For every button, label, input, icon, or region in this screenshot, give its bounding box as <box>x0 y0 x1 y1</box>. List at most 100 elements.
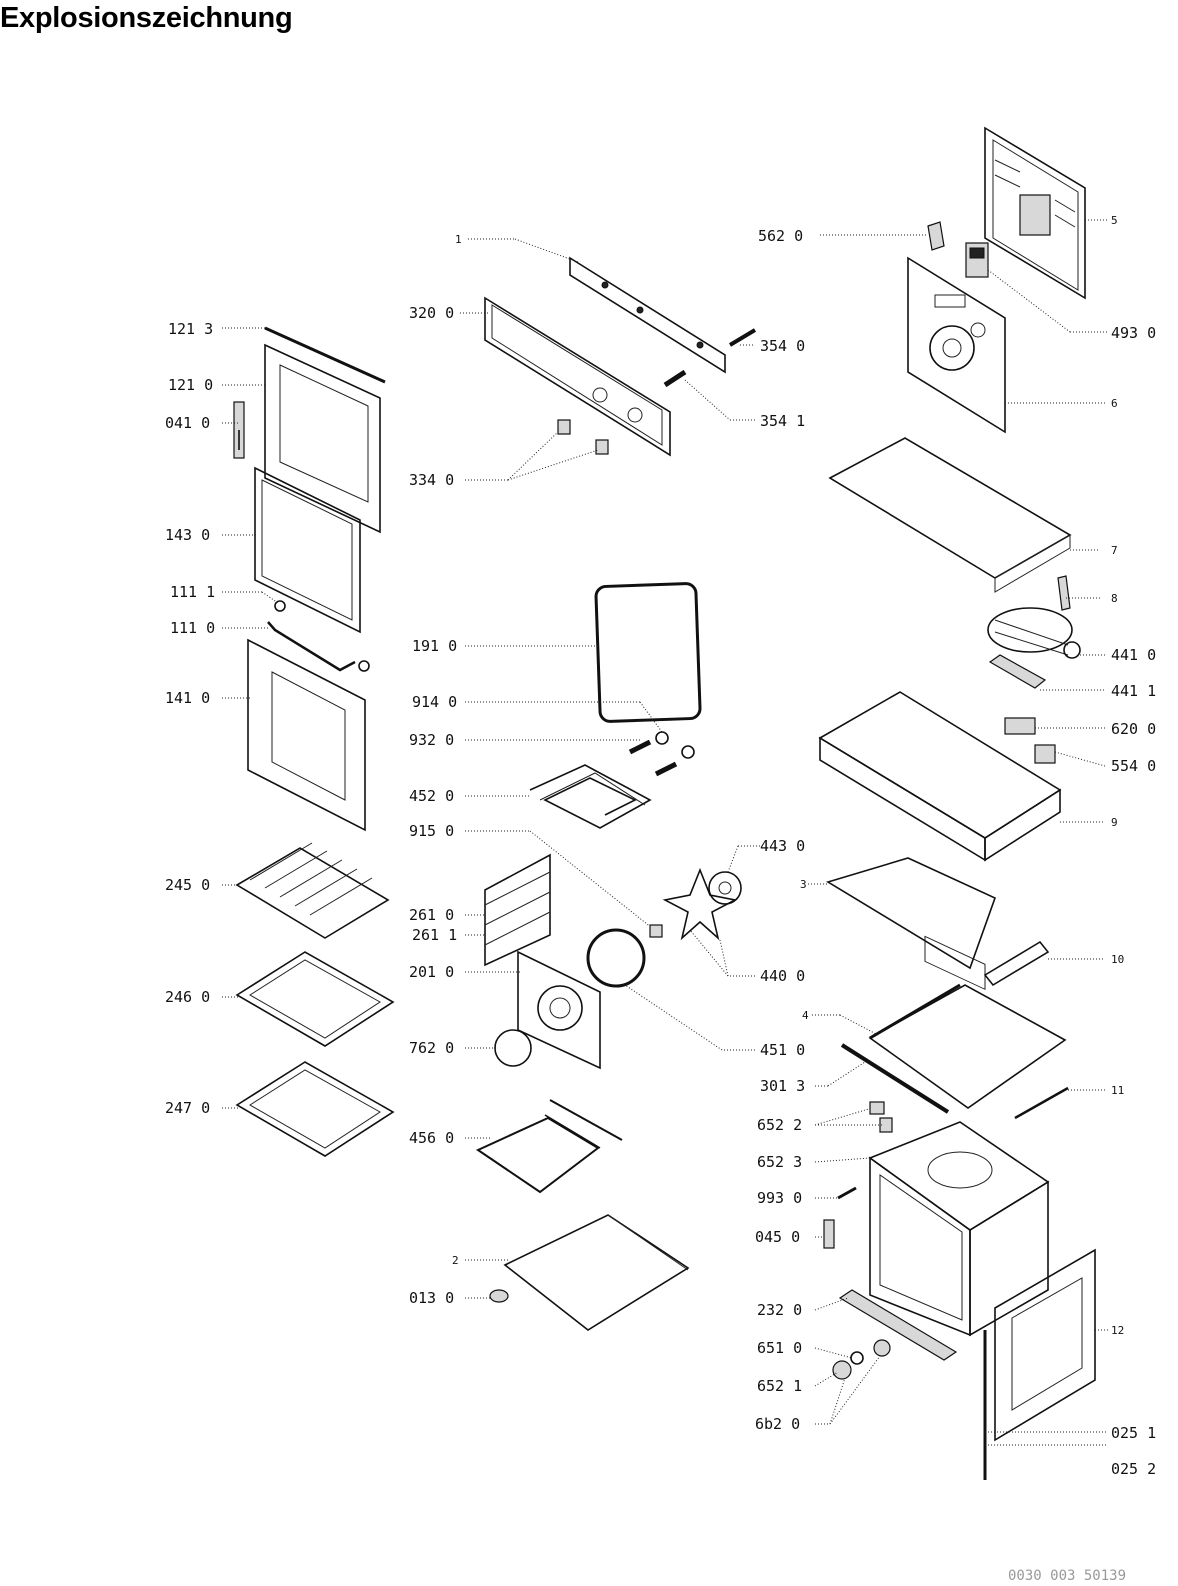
rail-10-part <box>983 940 1050 987</box>
callout-121-3: 121 3 <box>168 320 213 338</box>
control-board-part <box>569 256 726 374</box>
callout-620-0: 620 0 <box>1111 720 1156 738</box>
switch-bracket-part <box>869 1101 893 1133</box>
bottom-plate-part <box>503 1214 690 1331</box>
callout-562-0: 562 0 <box>758 227 803 245</box>
callout-652-1: 652 1 <box>757 1377 802 1395</box>
drawing-code: 0030 003 50139 <box>1008 1568 1126 1584</box>
callout-11: 11 <box>1111 1084 1124 1097</box>
callout-651-0: 651 0 <box>757 1339 802 1357</box>
top-liner-part <box>826 857 996 970</box>
callout-2: 2 <box>452 1254 459 1267</box>
callout-3: 3 <box>800 878 807 891</box>
callout-12: 12 <box>1111 1324 1124 1337</box>
callout-5: 5 <box>1111 214 1118 227</box>
baking-tray-part <box>235 951 395 1047</box>
callout-554-0: 554 0 <box>1111 757 1156 775</box>
callout-232-0: 232 0 <box>757 1301 802 1319</box>
inner-glass-part <box>254 466 361 634</box>
callout-334-0: 334 0 <box>409 471 454 489</box>
callout-141-0: 141 0 <box>165 689 210 707</box>
callout-320-0: 320 0 <box>409 304 454 322</box>
callout-045-0: 045 0 <box>755 1228 800 1246</box>
callout-301-3: 301 3 <box>760 1077 805 1095</box>
tangential-fan-part <box>987 607 1081 659</box>
callout-labels: 1 562 0 5 320 0 354 0 354 1 493 0 6 121 … <box>165 214 1156 1478</box>
switch-shaft-part <box>663 328 757 388</box>
callout-261-1: 261 1 <box>412 926 457 944</box>
back-panel-part <box>984 126 1086 300</box>
leader-lines <box>222 219 1108 1446</box>
small-bracket-part <box>927 221 945 251</box>
callout-932-0: 932 0 <box>409 731 454 749</box>
panel-clip-part <box>557 419 609 455</box>
callout-440-0: 440 0 <box>760 967 805 985</box>
wire-shelf-part <box>235 842 390 939</box>
drip-tray-part <box>235 1061 395 1157</box>
ring-heating-element-part <box>586 928 646 988</box>
callout-4: 4 <box>802 1009 809 1022</box>
foot-part <box>489 1289 509 1303</box>
callout-441-1: 441 1 <box>1111 682 1156 700</box>
rod-11-part <box>1014 1086 1069 1120</box>
callout-247-0: 247 0 <box>165 1099 210 1117</box>
callout-915-0: 915 0 <box>409 822 454 840</box>
callout-1: 1 <box>455 233 462 246</box>
chassis-plate-part <box>868 983 1067 1109</box>
callout-6b2-0: 6b2 0 <box>755 1415 800 1433</box>
callout-9: 9 <box>1111 816 1118 829</box>
cover-disc-part <box>494 1029 532 1067</box>
top-cover-part <box>828 437 1072 991</box>
door-handle-part <box>267 600 370 672</box>
callout-914-0: 914 0 <box>412 693 457 711</box>
callout-456-0: 456 0 <box>409 1129 454 1147</box>
callout-652-2: 652 2 <box>757 1116 802 1134</box>
callout-451-0: 451 0 <box>760 1041 805 1059</box>
page-title: Explosionszeichnung <box>0 2 293 34</box>
callout-762-0: 762 0 <box>409 1039 454 1057</box>
front-rail-part <box>838 1289 958 1361</box>
side-rack-part <box>484 853 551 967</box>
door-catch-part <box>823 1219 835 1249</box>
door-trim-strip-part <box>264 326 386 384</box>
callout-111-1: 111 1 <box>170 583 215 601</box>
callout-041-0: 041 0 <box>165 414 210 432</box>
callout-121-0: 121 0 <box>168 376 213 394</box>
bracket-8-part <box>1057 575 1071 611</box>
callout-993-0: 993 0 <box>757 1189 802 1207</box>
oven-cavity-part <box>868 1121 1050 1337</box>
relay-module-part <box>965 242 989 278</box>
callout-6: 6 <box>1111 397 1118 410</box>
rear-wall-part <box>907 256 1006 434</box>
fan-assembly-part <box>649 867 742 941</box>
callout-025-1: 025 1 <box>1111 1424 1156 1442</box>
door-inner-frame-part <box>264 343 381 534</box>
callout-025-2: 025 2 <box>1111 1460 1156 1478</box>
callout-452-0: 452 0 <box>409 787 454 805</box>
callout-443-0: 443 0 <box>760 837 805 855</box>
lower-heating-element-part <box>475 1099 623 1194</box>
callout-354-0: 354 0 <box>760 337 805 355</box>
callout-143-0: 143 0 <box>165 526 210 544</box>
outer-door-glass-part <box>247 638 366 832</box>
fastener-set-part <box>628 731 695 777</box>
callout-261-0: 261 0 <box>409 906 454 924</box>
switch-component-part <box>1004 717 1056 764</box>
callout-493-0: 493 0 <box>1111 324 1156 342</box>
control-housing-part <box>818 691 1062 862</box>
control-panel-fascia-part <box>484 296 671 457</box>
callout-10: 10 <box>1111 953 1124 966</box>
callout-245-0: 245 0 <box>165 876 210 894</box>
callout-441-0: 441 0 <box>1111 646 1156 664</box>
grill-element-part <box>529 764 652 829</box>
callout-7: 7 <box>1111 544 1118 557</box>
control-knobs-part <box>832 1339 891 1380</box>
fan-grille-part <box>988 654 1047 689</box>
side-panel-part <box>994 1248 1096 1442</box>
callout-354-1: 354 1 <box>760 412 805 430</box>
door-hinge-part <box>233 401 245 459</box>
callout-191-0: 191 0 <box>412 637 457 655</box>
callout-652-3: 652 3 <box>757 1153 802 1171</box>
callout-013-0: 013 0 <box>409 1289 454 1307</box>
